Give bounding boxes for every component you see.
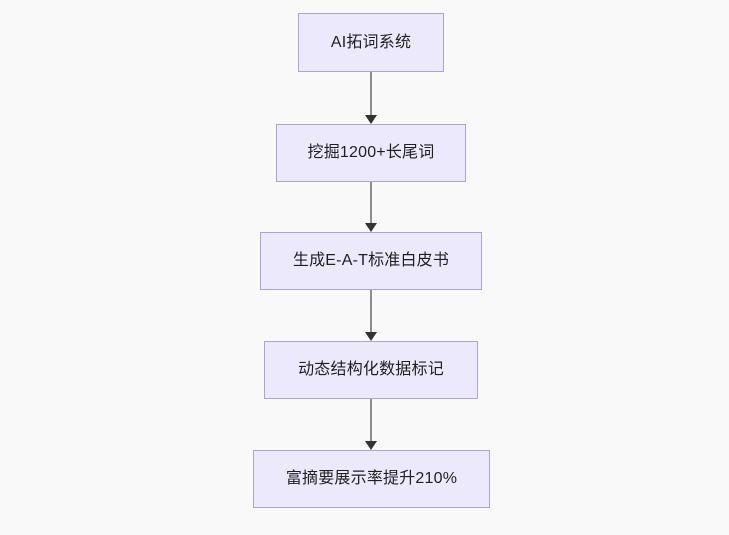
edge-3-arrowhead-icon [365, 332, 377, 341]
flowchart-node-1[interactable]: AI拓词系统 [298, 13, 444, 72]
flowchart-node-5[interactable]: 富摘要展示率提升210% [253, 450, 490, 508]
flowchart-node-2-label: 挖掘1200+长尾词 [307, 144, 435, 161]
flowchart-node-1-label: AI拓词系统 [330, 33, 412, 51]
flowchart-edge-1 [364, 72, 378, 124]
flowchart-edge-4 [364, 399, 378, 450]
edge-4-line [370, 399, 372, 442]
edge-2-arrowhead-icon [365, 223, 377, 232]
flowchart-node-5-label: 富摘要展示率提升210% [285, 470, 458, 487]
flowchart-node-2[interactable]: 挖掘1200+长尾词 [276, 124, 466, 182]
edge-1-arrowhead-icon [365, 115, 377, 124]
flowchart-node-4[interactable]: 动态结构化数据标记 [264, 341, 478, 399]
flowchart-edge-3 [364, 290, 378, 341]
flowchart-node-3-label: 生成E-A-T标准白皮书 [292, 252, 450, 269]
edge-4-arrowhead-icon [365, 441, 377, 450]
flowchart-edge-2 [364, 182, 378, 232]
edge-1-line [370, 72, 372, 116]
edge-2-line [370, 182, 372, 224]
edge-3-line [370, 290, 372, 333]
flowchart-node-4-label: 动态结构化数据标记 [298, 361, 444, 378]
flowchart-node-3[interactable]: 生成E-A-T标准白皮书 [260, 232, 482, 290]
